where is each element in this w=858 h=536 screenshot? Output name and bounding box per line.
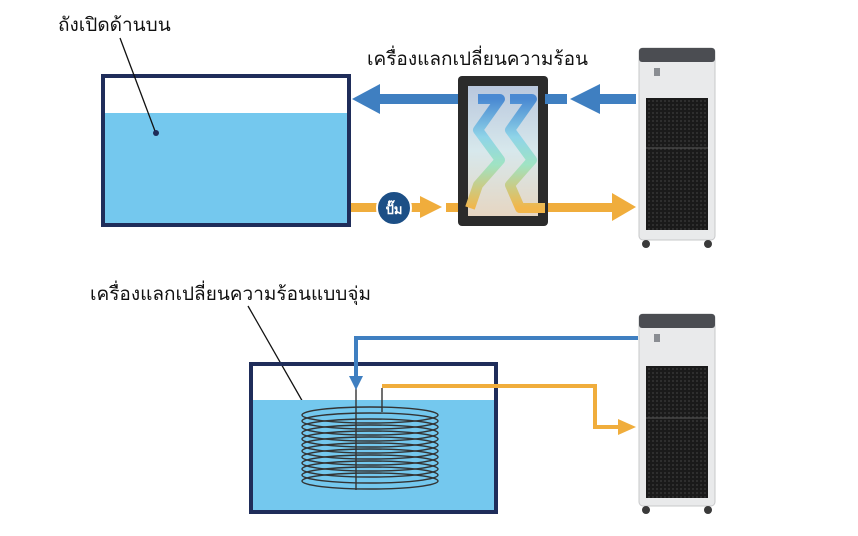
pump-circle-icon: ปั๊ม	[376, 190, 412, 226]
return-line-top	[352, 84, 636, 114]
chiller-wheel	[642, 240, 650, 248]
open-tank-label: ถังเปิดด้านบน	[58, 14, 171, 36]
chiller-indicator	[654, 68, 660, 76]
arrow-right-icon	[618, 419, 636, 435]
tank-water	[251, 400, 496, 512]
open-tank-leader-line	[119, 37, 156, 132]
immersion-coil	[301, 384, 439, 490]
chiller-top-panel	[639, 314, 715, 328]
supply-line-top	[351, 193, 636, 221]
chiller-grille	[646, 98, 708, 230]
open-tank-leader-dot	[153, 130, 159, 136]
immersion-exchanger-label: เครื่องแลกเปลี่ยนความร้อนแบบจุ่ม	[90, 280, 371, 306]
arrow-down-icon	[349, 376, 363, 390]
tank-outline	[101, 74, 351, 227]
chiller-wheel	[704, 240, 712, 248]
chiller-grille	[646, 366, 708, 498]
hx-coil-left	[465, 94, 505, 210]
pump-label: ปั๊ม	[386, 200, 403, 218]
arrow-left-icon	[352, 84, 380, 114]
open-tank	[101, 74, 351, 227]
arrow-right-icon	[612, 193, 636, 221]
arrow-left-icon	[570, 84, 600, 114]
arrow-right-icon	[420, 196, 442, 218]
heat-exchanger	[458, 76, 555, 226]
tank-outline	[249, 362, 498, 514]
chiller-unit-icon	[638, 313, 716, 514]
hx-coil-right	[505, 94, 545, 213]
chiller-wheel	[704, 506, 712, 514]
chiller-top-panel	[639, 48, 715, 62]
chiller-wheel	[642, 506, 650, 514]
tank-water	[103, 113, 349, 225]
return-line-bottom	[382, 384, 636, 435]
chiller-unit-icon	[638, 47, 716, 248]
supply-line-bottom	[349, 336, 638, 390]
chiller-indicator	[654, 334, 660, 342]
heat-exchanger-label: เครื่องแลกเปลี่ยนความร้อน	[367, 45, 588, 70]
